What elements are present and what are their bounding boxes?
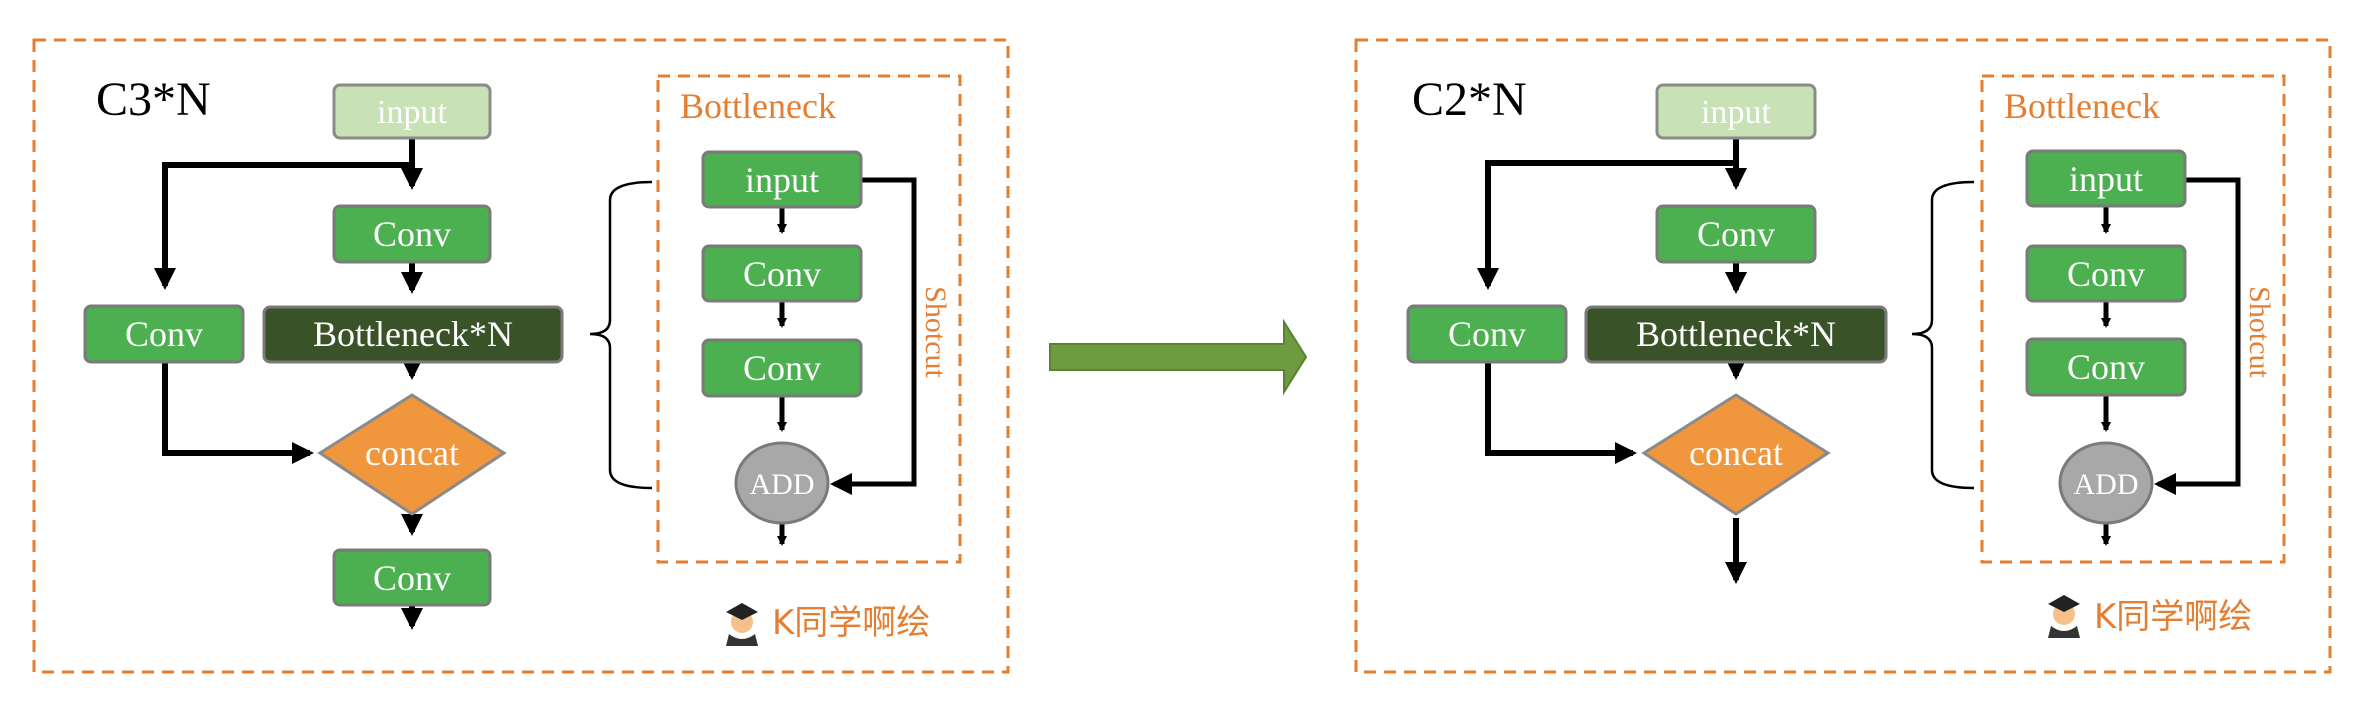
left-concat-node (317, 393, 507, 516)
left-conv-top-node (332, 204, 492, 264)
transform-arrow (1049, 318, 1308, 396)
left-bottleneck-n-node (262, 305, 564, 364)
left-panel: C3*N input Conv Conv Bottleneck*N concat… (32, 38, 1010, 674)
left-conv-out-node (332, 548, 492, 607)
left-concat-label: concat (365, 433, 459, 473)
left-conv-top-label: Conv (373, 214, 451, 254)
right-bottleneck-conv1-node (2025, 244, 2187, 303)
left-bottleneck-conv2-label: Conv (743, 348, 821, 388)
right-bottleneck-detail: Bottleneck input Conv Conv ADD Shotcut (1980, 74, 2286, 564)
right-add-label: ADD (2074, 468, 2139, 501)
student-icon (2048, 595, 2080, 638)
right-credit: K同学啊绘 (2048, 595, 2252, 638)
left-input-label: input (377, 94, 447, 131)
left-bottleneck-n-label: Bottleneck*N (313, 314, 513, 354)
right-conv-top-label: Conv (1697, 214, 1775, 254)
right-conv-side-label: Conv (1448, 314, 1526, 354)
right-brace (1911, 180, 1975, 490)
left-input-node (332, 83, 492, 140)
right-bottleneck-title: Bottleneck (2004, 86, 2160, 126)
right-bottleneck-border (1980, 74, 2286, 564)
left-panel-border (32, 38, 1010, 674)
left-conv-out-label: Conv (373, 558, 451, 598)
right-bottleneck-input-node (2025, 149, 2187, 208)
left-connectors (154, 138, 423, 630)
left-bottleneck-conv2-node (701, 338, 863, 398)
left-shortcut-label: Shotcut (919, 286, 952, 378)
right-bottleneck-conv2-label: Conv (2067, 347, 2145, 387)
left-conv-side-label: Conv (125, 314, 203, 354)
right-bottleneck-conv1-label: Conv (2067, 254, 2145, 294)
student-icon (726, 603, 758, 646)
right-bottleneck-n-label: Bottleneck*N (1636, 314, 1836, 354)
right-input-label: input (1701, 94, 1771, 131)
right-credit-text: K同学啊绘 (2094, 597, 2252, 637)
right-panel-border (1354, 38, 2332, 674)
left-conv-side-node (83, 304, 245, 364)
left-panel-title: C3*N (96, 73, 211, 126)
right-bottleneck-n-node (1584, 305, 1888, 364)
left-add-label: ADD (750, 468, 815, 501)
left-bottleneck-title: Bottleneck (680, 86, 836, 126)
left-credit: K同学啊绘 (726, 603, 930, 646)
right-conv-side-node (1406, 304, 1568, 364)
left-bottleneck-conv1-node (701, 244, 863, 303)
right-connectors (1477, 138, 1747, 584)
right-panel-title: C2*N (1412, 73, 1527, 126)
left-brace (589, 180, 653, 490)
left-bottleneck-conv1-label: Conv (743, 254, 821, 294)
left-bottleneck-detail: Bottleneck input Conv Conv ADD Shotcut (656, 74, 962, 564)
right-input-node (1655, 83, 1817, 140)
left-add-node (734, 441, 830, 525)
left-bottleneck-input-label: input (745, 160, 819, 200)
right-concat-label: concat (1689, 433, 1783, 473)
right-conv-top-node (1655, 204, 1817, 264)
left-credit-text: K同学啊绘 (772, 603, 930, 643)
right-shortcut-label: Shotcut (2243, 286, 2276, 378)
right-concat-node (1641, 393, 1831, 516)
left-bottleneck-input-node (701, 150, 863, 209)
right-bottleneck-conv2-node (2025, 337, 2187, 397)
right-panel: C2*N input Conv Conv Bottleneck*N concat… (1354, 38, 2332, 674)
left-bottleneck-border (656, 74, 962, 564)
right-bottleneck-input-label: input (2069, 159, 2143, 199)
right-add-node (2058, 441, 2154, 525)
